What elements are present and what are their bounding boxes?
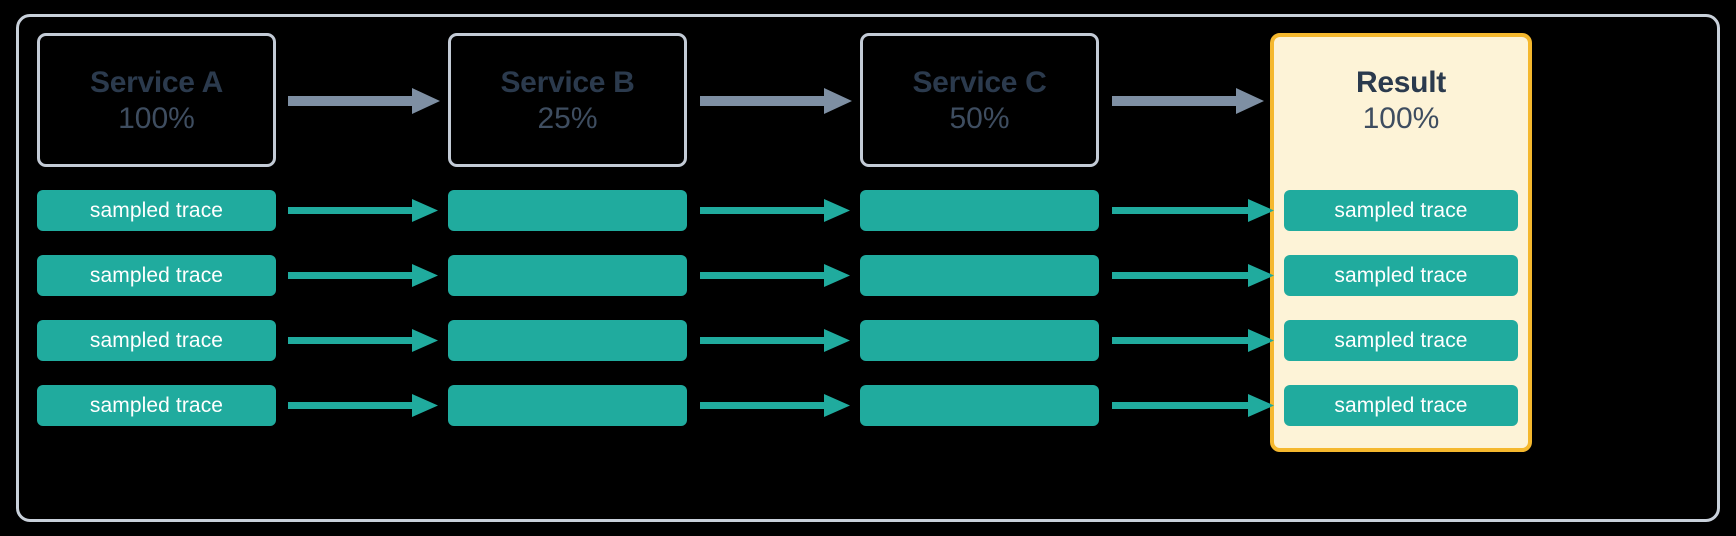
trace-bar-row3-service-c[interactable] — [860, 320, 1099, 361]
arrow-row1-service-c-to-result — [1112, 199, 1274, 222]
trace-bar-row4-service-b[interactable] — [448, 385, 687, 426]
trace-bar-row3-service-b[interactable] — [448, 320, 687, 361]
trace-bar-label: sampled trace — [89, 393, 224, 417]
trace-bar-label: sampled trace — [1334, 393, 1468, 417]
service-name-label: Service A — [90, 65, 223, 99]
result-percent-label: 100% — [1362, 101, 1440, 135]
service-box-service-b[interactable]: Service B 25% — [448, 33, 687, 167]
service-name-label: Service C — [912, 65, 1047, 99]
trace-bar-row4-result[interactable]: sampled trace — [1284, 385, 1518, 426]
trace-bar-label: sampled trace — [1334, 263, 1468, 287]
trace-bar-row4-service-a[interactable]: sampled trace — [37, 385, 276, 426]
arrow-row4-service-c-to-result — [1112, 394, 1274, 417]
arrow-row4-service-a-to-service-b — [288, 394, 438, 417]
trace-bar-row3-service-a[interactable]: sampled trace — [37, 320, 276, 361]
service-box-service-a[interactable]: Service A 100% — [37, 33, 276, 167]
trace-bar-row1-service-a[interactable]: sampled trace — [37, 190, 276, 231]
trace-bar-row1-service-b[interactable] — [448, 190, 687, 231]
arrow-row2-service-b-to-service-c — [700, 264, 850, 287]
arrow-service-a-to-service-b — [288, 88, 440, 114]
service-percent-label: 25% — [537, 101, 598, 135]
trace-bar-row2-service-b[interactable] — [448, 255, 687, 296]
trace-bar-row2-result[interactable]: sampled trace — [1284, 255, 1518, 296]
service-box-result[interactable]: Result 100% — [1270, 33, 1532, 167]
arrow-service-b-to-service-c — [700, 88, 852, 114]
trace-bar-label: sampled trace — [89, 198, 224, 222]
arrow-service-c-to-result — [1112, 88, 1264, 114]
arrow-row1-service-a-to-service-b — [288, 199, 438, 222]
arrow-row1-service-b-to-service-c — [700, 199, 850, 222]
trace-bar-label: sampled trace — [89, 263, 224, 287]
arrow-row3-service-c-to-result — [1112, 329, 1274, 352]
trace-bar-row1-service-c[interactable] — [860, 190, 1099, 231]
trace-bar-row2-service-a[interactable]: sampled trace — [37, 255, 276, 296]
arrow-row2-service-c-to-result — [1112, 264, 1274, 287]
service-percent-label: 100% — [118, 101, 195, 135]
trace-bar-label: sampled trace — [89, 328, 224, 352]
arrow-row4-service-b-to-service-c — [700, 394, 850, 417]
service-percent-label: 50% — [949, 101, 1010, 135]
arrow-row3-service-a-to-service-b — [288, 329, 438, 352]
trace-bar-row2-service-c[interactable] — [860, 255, 1099, 296]
trace-bar-row4-service-c[interactable] — [860, 385, 1099, 426]
trace-bar-label: sampled trace — [1334, 198, 1468, 222]
result-name-label: Result — [1356, 65, 1446, 99]
arrow-row3-service-b-to-service-c — [700, 329, 850, 352]
trace-bar-row3-result[interactable]: sampled trace — [1284, 320, 1518, 361]
service-name-label: Service B — [500, 65, 635, 99]
trace-bar-label: sampled trace — [1334, 328, 1468, 352]
arrow-row2-service-a-to-service-b — [288, 264, 438, 287]
service-box-service-c[interactable]: Service C 50% — [860, 33, 1099, 167]
result-highlight-panel — [1270, 33, 1532, 452]
trace-bar-row1-result[interactable]: sampled trace — [1284, 190, 1518, 231]
